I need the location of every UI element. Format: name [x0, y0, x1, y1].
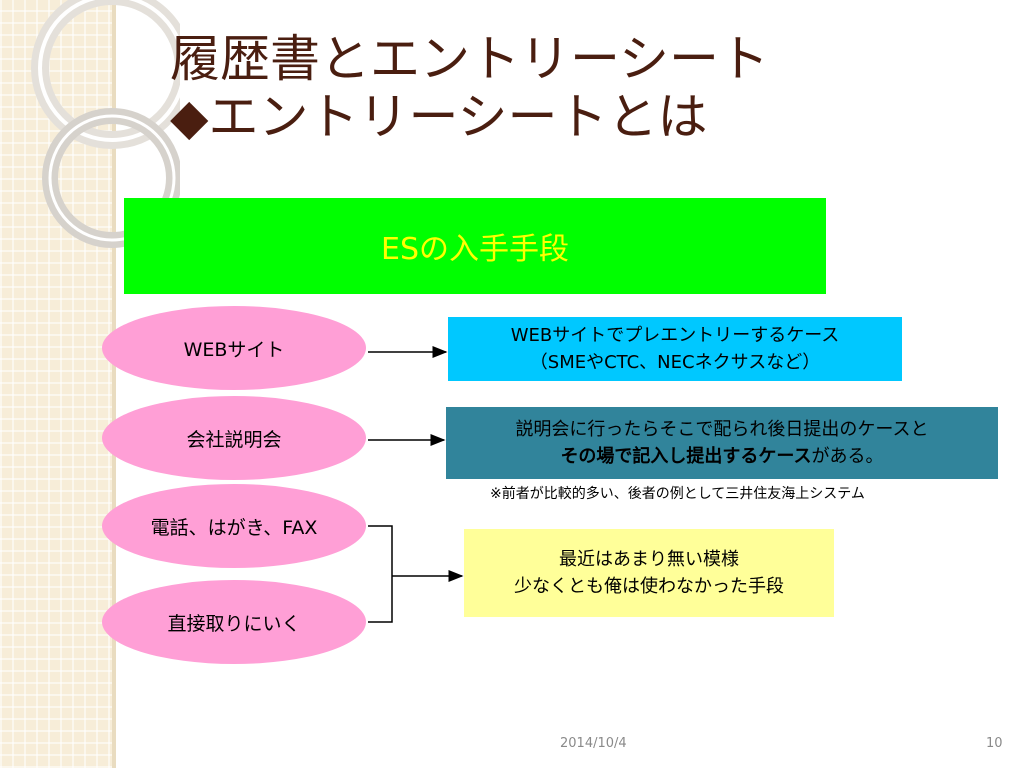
decorative-sidebar	[0, 0, 112, 768]
header-label: ESの入手手段	[381, 232, 569, 267]
es-methods-header: ESの入手手段	[124, 198, 826, 294]
footer-date: 2014/10/4	[560, 736, 627, 751]
method-web-label: WEBサイト	[183, 338, 285, 361]
method-seminar-label: 会社説明会	[186, 428, 282, 451]
result-seminar-box: 説明会に行ったらそこで配られ後日提出のケースと その場で記入し提出するケースがあ…	[446, 407, 998, 479]
title-line-2: ◆エントリーシートとは	[170, 88, 708, 146]
result-web-box: WEBサイトでプレエントリーするケース （SMEやCTC、NECネクサスなど）	[448, 317, 902, 381]
result-seminar-line-2: その場で記入し提出するケースがある。	[560, 443, 883, 470]
title-line-1: 履歴書とエントリーシート	[170, 30, 769, 88]
result-other-box: 最近はあまり無い模様 少なくとも俺は使わなかった手段	[464, 529, 834, 617]
method-phone-ellipse: 電話、はがき、FAX	[102, 484, 366, 568]
bracket-phone-direct	[368, 525, 393, 623]
result-other-line-1: 最近はあまり無い模様	[559, 549, 739, 570]
decorative-rings	[31, 0, 180, 248]
result-seminar-bold: その場で記入し提出するケース	[560, 446, 812, 467]
slide-title: 履歴書とエントリーシート ◆エントリーシートとは	[170, 30, 769, 146]
seminar-note: ※前者が比較的多い、後者の例として三井住友海上システム	[490, 486, 865, 502]
method-seminar-ellipse: 会社説明会	[102, 396, 366, 480]
method-phone-label: 電話、はがき、FAX	[150, 516, 318, 539]
method-direct-label: 直接取りにいく	[167, 612, 301, 635]
result-seminar-rest: がある。	[811, 446, 884, 467]
result-seminar-line-1: 説明会に行ったらそこで配られ後日提出のケースと	[515, 419, 929, 440]
sidebar-edge	[112, 0, 116, 768]
result-other-line-2: 少なくとも俺は使わなかった手段	[514, 576, 784, 597]
result-web-line-1: WEBサイトでプレエントリーするケース	[510, 325, 840, 346]
page-number: 10	[986, 736, 1003, 751]
method-direct-ellipse: 直接取りにいく	[102, 580, 366, 664]
result-web-line-2: （SMEやCTC、NECネクサスなど）	[529, 352, 821, 373]
method-web-ellipse: WEBサイト	[102, 306, 366, 390]
